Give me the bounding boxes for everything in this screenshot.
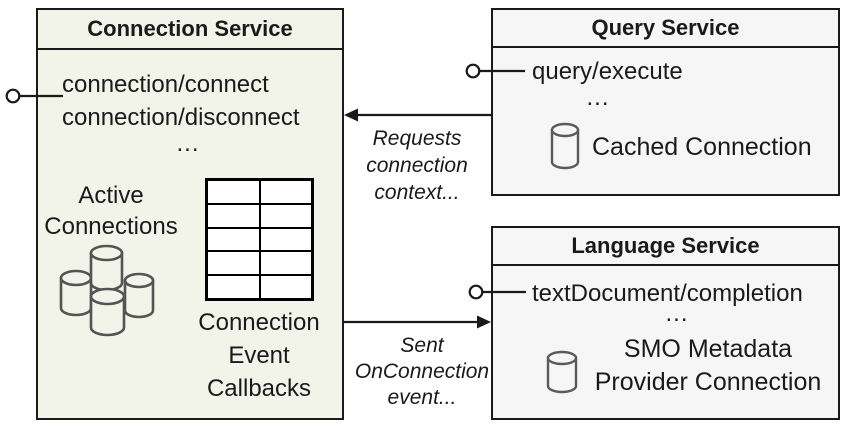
sent-onconnection-event-label: Sent OnConnection event... — [337, 333, 507, 411]
callback-table-icon — [205, 178, 314, 301]
method-textdocument-completion: textDocument/completion — [532, 280, 803, 307]
requests-label-line3: context... — [374, 181, 460, 204]
smo-metadata-database-icon — [546, 350, 578, 394]
method-connection-connect: connection/connect — [62, 71, 269, 98]
method-connection-disconnect: connection/disconnect — [62, 104, 300, 131]
connection-event-callbacks-label: Connection Event Callbacks — [179, 306, 339, 405]
language-methods-ellipsis: ... — [665, 300, 689, 327]
smo-label-line2: Provider Connection — [594, 368, 822, 396]
connection-methods-ellipsis: ... — [176, 130, 200, 157]
query-service-interface-icon — [465, 63, 525, 79]
query-service-box: Query Service query/execute ... Cached C… — [491, 8, 840, 196]
sent-onconnection-arrow — [344, 315, 491, 329]
connection-service-interface-icon — [5, 88, 63, 104]
cached-connection-label: Cached Connection — [592, 133, 812, 161]
language-service-title: Language Service — [493, 228, 838, 266]
requests-connection-context-label: Requests connection context... — [337, 125, 497, 206]
callbacks-line2: Event — [228, 342, 290, 369]
table-cell — [259, 227, 312, 252]
table-cell — [259, 203, 312, 228]
language-service-methods: textDocument/completion — [532, 278, 803, 310]
callbacks-line1: Connection — [198, 309, 320, 336]
table-cell — [259, 180, 312, 204]
language-service-box: Language Service textDocument/completion… — [491, 226, 840, 420]
table-cell — [207, 203, 260, 228]
table-cell — [259, 251, 312, 276]
active-connections-label: Active Connections — [38, 180, 184, 242]
database-cluster-icon — [59, 244, 155, 337]
smo-label-line1: SMO Metadata — [623, 335, 793, 363]
query-methods-ellipsis: ... — [586, 84, 610, 111]
connection-service-title: Connection Service — [38, 10, 342, 50]
requests-label-line1: Requests — [372, 127, 462, 150]
callbacks-line3: Callbacks — [206, 375, 312, 402]
connection-service-box: Connection Service connection/connect co… — [36, 8, 344, 420]
table-cell — [207, 227, 260, 252]
cached-connection-database-icon — [550, 122, 580, 170]
language-service-interface-icon — [468, 284, 526, 300]
sent-label-line3: event... — [387, 386, 457, 409]
table-cell — [259, 275, 312, 299]
query-service-methods: query/execute — [532, 56, 683, 88]
smo-metadata-provider-label: SMO Metadata Provider Connection — [593, 333, 823, 399]
active-connections-line1: Active — [78, 182, 144, 209]
query-service-title: Query Service — [493, 10, 838, 48]
active-connections-line2: Connections — [44, 213, 178, 240]
table-cell — [207, 275, 260, 299]
requests-connection-arrow — [344, 108, 491, 122]
sent-label-line1: Sent — [400, 334, 444, 357]
requests-label-line2: connection — [366, 154, 468, 177]
method-query-execute: query/execute — [532, 58, 683, 85]
connection-service-methods: connection/connect connection/disconnect — [62, 68, 300, 134]
table-cell — [207, 180, 260, 204]
table-cell — [207, 251, 260, 276]
sent-label-line2: OnConnection — [354, 360, 490, 383]
